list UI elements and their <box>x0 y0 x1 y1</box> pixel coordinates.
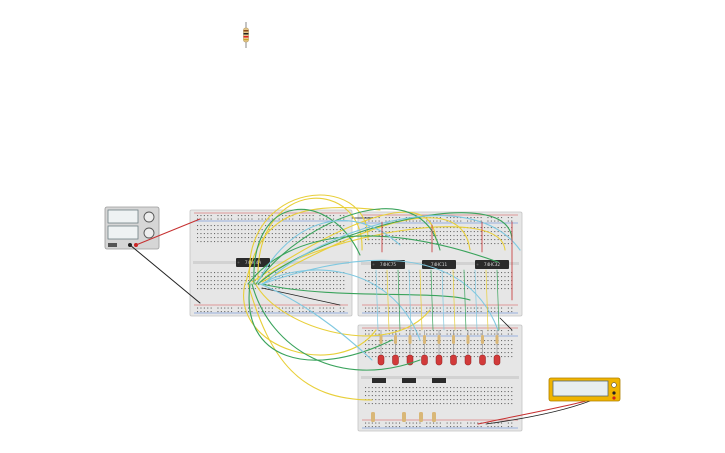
resistor-lower-2[interactable] <box>402 412 406 422</box>
resistor-lower-4[interactable] <box>432 412 436 422</box>
wire-meter-black[interactable] <box>485 400 591 425</box>
resistor-8[interactable] <box>481 330 484 355</box>
resistor-2[interactable] <box>394 330 397 355</box>
chip-label: 74HC75 <box>380 262 397 268</box>
led-7[interactable] <box>464 354 472 366</box>
resistor-lower-1[interactable] <box>371 412 375 422</box>
led-9[interactable] <box>493 354 501 366</box>
transistor-2[interactable] <box>402 378 416 383</box>
ic-chip-1[interactable]: 74HC4A <box>236 258 270 267</box>
led-1[interactable] <box>377 354 385 366</box>
chip-label: 74HC11 <box>431 262 448 268</box>
resistor-lower-3[interactable] <box>419 412 423 422</box>
transistor-3[interactable] <box>432 378 446 383</box>
wire-signal-green-11[interactable] <box>255 208 441 285</box>
ic-chip-2[interactable]: 74HC75 <box>371 260 405 269</box>
wire-power-red[interactable] <box>135 218 201 246</box>
resistor-1[interactable] <box>379 330 383 355</box>
chip-label: 74HC32 <box>484 262 501 268</box>
ic-chip-4[interactable]: 74HC32 <box>475 260 509 269</box>
chip-label: 74HC4A <box>245 260 262 266</box>
led-4[interactable] <box>421 354 428 366</box>
voltage-knob[interactable] <box>143 211 155 223</box>
wire-vertical-3[interactable] <box>397 269 401 331</box>
power-supply[interactable] <box>104 206 160 250</box>
wire-signal-green-12[interactable] <box>257 212 513 285</box>
wire-power-black[interactable] <box>129 244 201 304</box>
wire-signal-cyan-18[interactable] <box>261 269 421 341</box>
resistor-5[interactable] <box>437 330 441 355</box>
wire-signal-green-13[interactable] <box>248 283 393 361</box>
resistor-9[interactable] <box>495 330 499 355</box>
wire-signal-green-15[interactable] <box>261 283 471 301</box>
wire-signal-green-14[interactable] <box>251 283 421 371</box>
ic-chip-3[interactable]: 74HC11 <box>422 260 456 269</box>
resistor-3[interactable] <box>408 330 412 355</box>
wire-signal-yellow-9[interactable] <box>245 207 381 283</box>
resistor-6[interactable] <box>452 330 455 355</box>
resistor-7[interactable] <box>466 330 470 355</box>
led-2[interactable] <box>392 354 399 366</box>
wire-signal-green-16[interactable] <box>247 235 499 285</box>
breadboard-left[interactable] <box>189 209 353 317</box>
wire-vertical-5[interactable] <box>419 269 423 331</box>
resistor-loose[interactable] <box>243 22 249 48</box>
wire-vertical-12[interactable] <box>496 269 500 331</box>
wire-signal-yellow-5[interactable] <box>243 282 377 356</box>
wire-vertical-2[interactable] <box>386 269 390 331</box>
wire-vertical-8[interactable] <box>452 269 456 331</box>
wire-meter-red[interactable] <box>477 399 591 425</box>
wire-vertical-7[interactable] <box>441 269 445 331</box>
wire-vertical-4[interactable] <box>408 269 412 331</box>
transistor-1[interactable] <box>372 378 386 383</box>
probe-jack-icon[interactable] <box>612 391 616 395</box>
led-6[interactable] <box>450 354 457 366</box>
wire-signal-yellow-6[interactable] <box>254 282 431 337</box>
power-switch[interactable] <box>108 243 117 247</box>
wire-vertical-11[interactable] <box>485 269 489 331</box>
led-5[interactable] <box>435 354 443 366</box>
wire-vertical-1[interactable] <box>375 269 379 331</box>
resistor-4[interactable] <box>423 330 426 355</box>
wire-signal-yellow-1[interactable] <box>249 194 369 283</box>
current-knob[interactable] <box>143 227 155 239</box>
multimeter-display <box>552 380 609 397</box>
wire-vertical-6[interactable] <box>430 269 434 331</box>
probe-jack-red-icon[interactable] <box>612 396 616 400</box>
wire-rail-black-3[interactable] <box>499 317 513 331</box>
led-8[interactable] <box>479 354 486 366</box>
wire-signal-cyan-21[interactable] <box>257 220 401 283</box>
wire-signal-cyan-20[interactable] <box>261 259 499 331</box>
wire-signal-green-10[interactable] <box>253 208 361 285</box>
current-display <box>107 225 139 240</box>
wire-signal-yellow-7[interactable] <box>247 283 373 401</box>
multimeter-dial-icon[interactable] <box>611 382 617 388</box>
wire-signal-yellow-4[interactable] <box>261 217 471 283</box>
wire-vertical-9[interactable] <box>463 269 467 331</box>
wire-signal-yellow-2[interactable] <box>257 197 363 281</box>
multimeter[interactable] <box>548 377 621 402</box>
voltage-display <box>107 209 139 224</box>
wire-signal-cyan-17[interactable] <box>263 215 521 285</box>
wire-signal-cyan-19[interactable] <box>259 283 373 361</box>
wire-vertical-10[interactable] <box>474 269 478 331</box>
